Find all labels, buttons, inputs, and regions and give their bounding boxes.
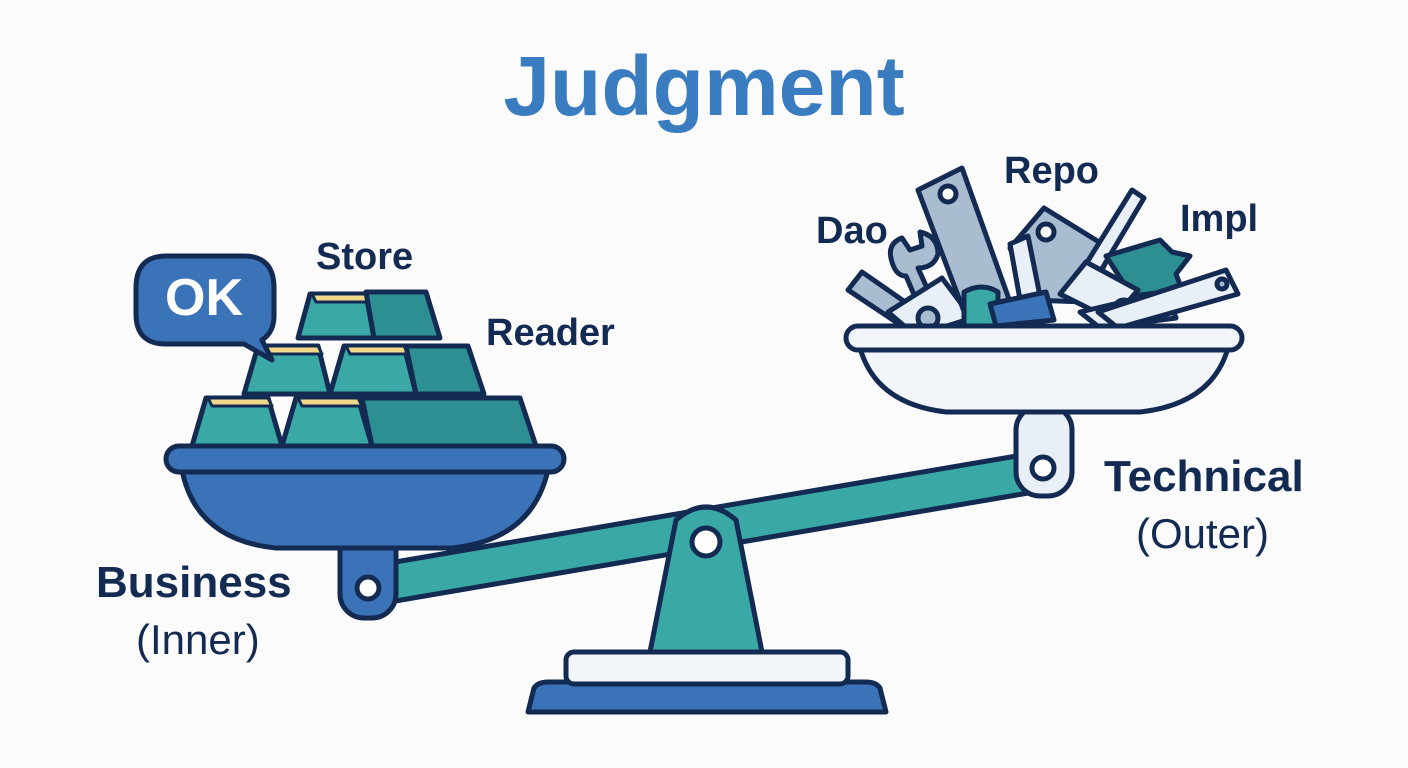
technical-sublabel: (Outer) [1136,510,1270,557]
item-label-reader: Reader [486,312,615,354]
gold-bar [403,343,487,397]
item-label-repo: Repo [1004,150,1099,192]
left-pan-rim [163,443,567,475]
tool-part [987,289,1057,329]
page-title: Judgment [503,39,905,133]
metal-rod [1095,267,1241,331]
item-label-impl: Impl [1180,198,1259,240]
fulcrum-pivot [689,525,723,559]
scale-base [525,679,889,715]
gold-bar [359,395,539,449]
left-pan [179,467,551,551]
item-label-dao: Dao [816,210,888,252]
gold-bar [363,289,443,341]
technical-label: Technical [1104,452,1304,501]
ok-speech-bubble [133,253,277,363]
right-hanger [1013,403,1075,499]
right-pan-rim [843,323,1245,353]
business-label: Business [96,558,292,607]
item-label-store: Store [316,236,414,278]
scale-base-top [563,649,851,687]
scale-fulcrum [647,504,765,655]
right-pan [857,345,1231,415]
ok-badge-label: OK [165,269,243,327]
business-sublabel: (Inner) [136,616,260,663]
